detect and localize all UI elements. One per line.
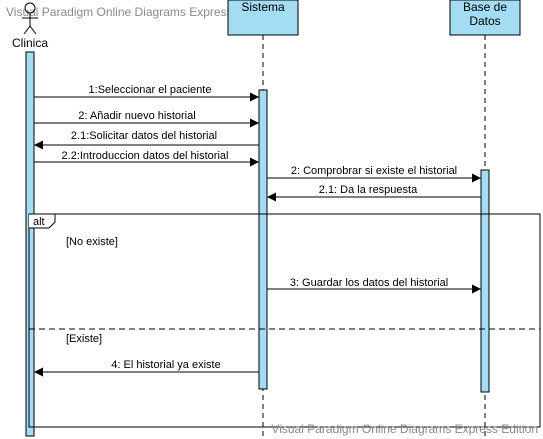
- watermark-bottom: Visual Paradigm Online Diagrams Express …: [271, 422, 538, 436]
- message-2-2-label: 2.2:Introduccion datos del historial: [62, 150, 229, 162]
- lifeline-base-datos-label-1: Base de: [463, 0, 507, 14]
- alt-fragment-frame: [28, 213, 541, 428]
- message-response-label: 2.1: Da la respuesta: [319, 184, 418, 196]
- message-2-1-label: 2.1:Solicitar datos del historial: [71, 130, 217, 142]
- message-1-label: 1:Seleccionar el paciente: [89, 84, 212, 96]
- activation-sistema[interactable]: [258, 89, 268, 390]
- activation-clinica[interactable]: [25, 51, 35, 437]
- actor-clinica-label: Clinica: [12, 36, 48, 50]
- alt-operator: alt: [33, 216, 45, 228]
- alt-fragment[interactable]: alt [No existe] [Existe]: [28, 213, 541, 428]
- guard-no-existe: [No existe]: [66, 236, 118, 248]
- lifeline-base-datos-label-2: Datos: [469, 14, 500, 28]
- actor-right-leg: [29, 25, 37, 35]
- activation-base-datos[interactable]: [480, 169, 490, 393]
- message-save-label: 3: Guardar los datos del historial: [290, 277, 448, 289]
- message-exists-label: 4: El historial ya existe: [111, 359, 220, 371]
- lifeline-sistema-label: Sistema: [241, 0, 285, 14]
- alt-fragment-tab: [29, 213, 56, 229]
- lifeline-sistema-header[interactable]: Sistema: [227, 0, 299, 36]
- message-2-label: 2: Añadir nuevo historial: [78, 110, 195, 122]
- actor-clinica[interactable]: Clinica: [12, 2, 48, 50]
- watermark-top: Visual Paradigm Online Diagrams Express …: [6, 5, 273, 19]
- lifeline-base-datos-header[interactable]: Base de Datos: [449, 0, 521, 36]
- message-check-label: 2: Comprobrar si existe el historial: [291, 165, 457, 177]
- guard-existe: [Existe]: [66, 333, 102, 345]
- actor-left-leg: [23, 25, 31, 35]
